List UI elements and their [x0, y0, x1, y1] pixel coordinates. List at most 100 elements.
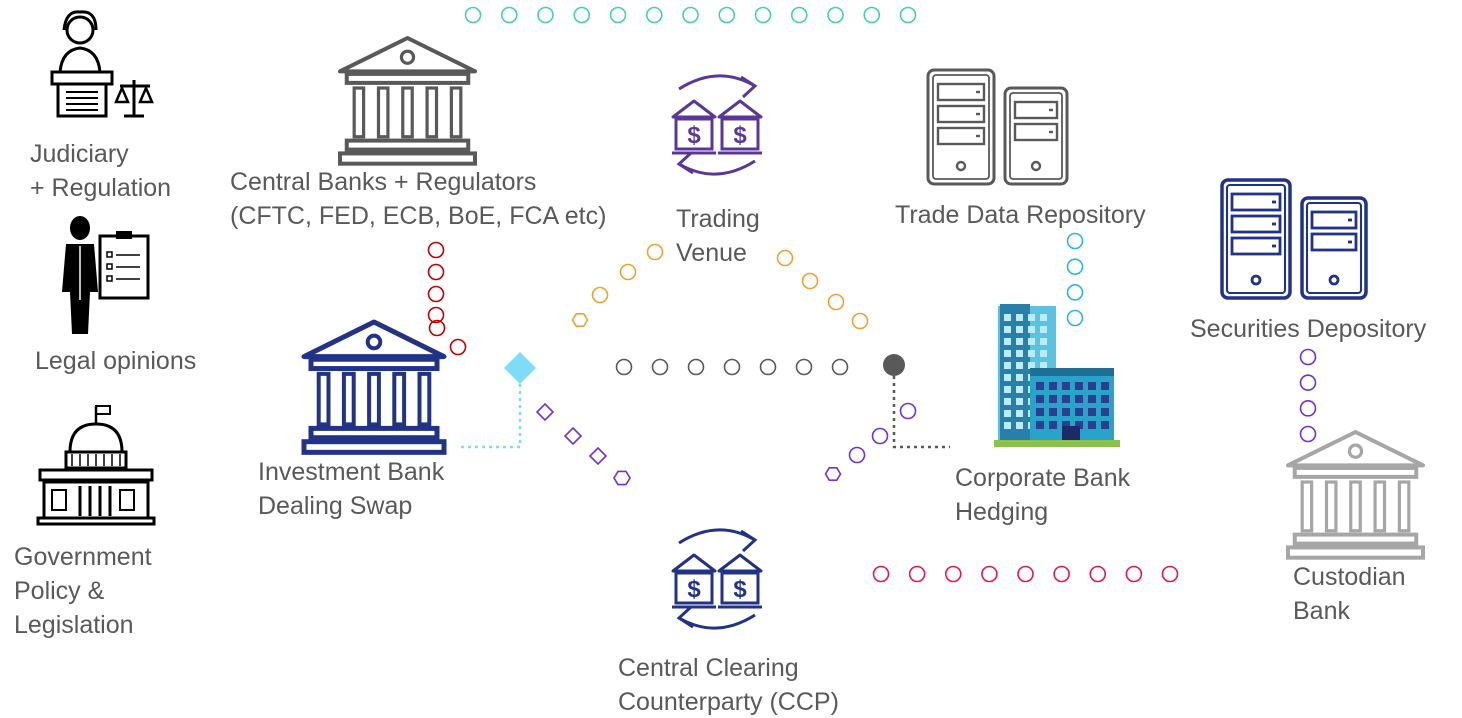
dots-orange-right	[776, 249, 869, 330]
dots-orange-right-marker	[801, 272, 819, 290]
svg-text:$: $	[733, 576, 747, 603]
dots-violet-right-marker	[848, 446, 866, 464]
dots-teal-top-marker	[790, 6, 808, 24]
svg-text:$: $	[687, 122, 701, 149]
dots-violet-left-marker	[588, 446, 608, 466]
dots-cyan-repo	[1066, 232, 1084, 327]
solid-connector-node	[883, 354, 950, 449]
dots-orange-right-marker	[851, 312, 869, 330]
dots-teal-top-marker	[645, 6, 663, 24]
dots-red-central-bank-marker	[427, 306, 445, 324]
dots-violet-left-marker	[613, 470, 631, 486]
dots-teal-top-marker	[899, 6, 917, 24]
dots-pink-bottom-marker	[1089, 565, 1107, 583]
server-tower-short	[1003, 86, 1069, 186]
dots-violet-left	[535, 402, 631, 486]
dots-violet-depository-marker	[1299, 425, 1317, 443]
dots-pink-bottom	[872, 565, 1179, 583]
dots-pink-bottom-marker	[981, 565, 998, 583]
label-central-banks: Central Banks + Regulators(CFTC, FED, EC…	[230, 168, 607, 230]
lawyer-clipboard-icon	[62, 216, 150, 334]
server-tower-tall	[1220, 178, 1292, 300]
bank-building-icon	[338, 36, 477, 166]
dots-red-central-bank	[427, 241, 467, 356]
dots-red-central-bank-marker	[427, 241, 445, 259]
server-icon	[926, 68, 1069, 186]
dots-orange-left-marker	[619, 263, 637, 281]
dots-violet-depository	[1299, 348, 1317, 443]
dots-violet-right-marker	[824, 467, 842, 481]
dots-cyan-repo-marker	[1066, 232, 1084, 250]
dots-violet-depository-marker	[1299, 374, 1317, 391]
judge-icon	[50, 10, 154, 118]
dots-violet-right-marker	[871, 427, 889, 445]
dots-teal-top-marker	[863, 6, 881, 24]
dots-orange-right-marker	[776, 249, 794, 267]
dots-gray-middle-marker	[831, 358, 849, 376]
dots-teal-top-marker	[609, 6, 627, 24]
dots-pink-bottom-marker	[908, 565, 926, 583]
dots-teal-top-marker	[754, 6, 772, 24]
dots-pink-bottom-marker	[1161, 565, 1179, 583]
dots-teal-top	[464, 6, 917, 24]
dots-red-central-bank-marker	[449, 338, 467, 356]
bank-building-icon	[301, 319, 447, 455]
server-tower-tall	[926, 68, 996, 186]
dots-gray-middle-marker	[651, 358, 669, 376]
currency-exchange-icon: $$	[671, 528, 763, 630]
dots-cyan-repo-marker	[1066, 284, 1084, 301]
dots-violet-depository-marker	[1299, 400, 1317, 417]
office-tower-icon	[994, 304, 1120, 447]
diamond-connector-node	[460, 352, 536, 449]
label-judiciary: Judiciary+ Regulation	[30, 140, 172, 202]
dots-orange-left-marker	[571, 313, 589, 327]
dots-pink-bottom-marker	[1125, 565, 1143, 583]
dots-teal-top-marker	[464, 6, 482, 24]
dots-gray-middle-marker	[615, 358, 633, 376]
dots-gray-middle-marker	[723, 358, 741, 376]
svg-text:$: $	[687, 576, 701, 603]
dots-red-central-bank-marker	[427, 285, 445, 303]
svg-text:$: $	[733, 122, 747, 149]
dots-gray-middle-marker	[687, 358, 705, 376]
label-trade-data-repository: Trade Data Repository	[895, 201, 1146, 229]
dots-violet-right-marker	[899, 402, 917, 420]
dots-teal-top-marker	[718, 6, 736, 24]
dots-violet-depository-marker	[1299, 348, 1317, 366]
dots-pink-bottom-marker	[1017, 565, 1034, 583]
label-legal-opinions: Legal opinions	[35, 347, 197, 375]
dots-teal-top-marker	[500, 6, 518, 24]
dots-cyan-repo-marker	[1066, 258, 1084, 275]
dots-orange-left-marker	[591, 286, 609, 304]
dots-pink-bottom-marker	[944, 565, 962, 583]
dots-teal-top-marker	[573, 6, 591, 24]
dots-red-central-bank-marker	[428, 319, 446, 337]
dots-violet-left-marker	[535, 402, 555, 422]
capitol-building-icon	[36, 405, 156, 526]
dots-orange-right-marker	[827, 293, 845, 311]
dots-gray-middle-marker	[759, 358, 777, 376]
dots-violet-left-marker	[563, 426, 583, 446]
dots-orange-left	[571, 243, 664, 327]
dots-cyan-repo-marker	[1066, 309, 1084, 327]
label-securities-depository: Securities Depository	[1190, 315, 1427, 343]
currency-exchange-icon: $$	[671, 74, 763, 176]
dots-red-central-bank-marker	[427, 263, 445, 281]
dots-pink-bottom-marker	[872, 565, 890, 583]
dots-violet-right	[824, 402, 917, 481]
dots-gray-middle-marker	[795, 358, 813, 376]
dots-teal-top-marker	[537, 6, 554, 24]
dots-orange-left-marker	[646, 243, 664, 261]
server-icon	[1220, 178, 1368, 300]
dots-gray-middle	[615, 358, 849, 376]
dots-teal-top-marker	[682, 6, 699, 24]
server-tower-short	[1300, 196, 1368, 300]
bank-building-icon	[1286, 430, 1425, 560]
